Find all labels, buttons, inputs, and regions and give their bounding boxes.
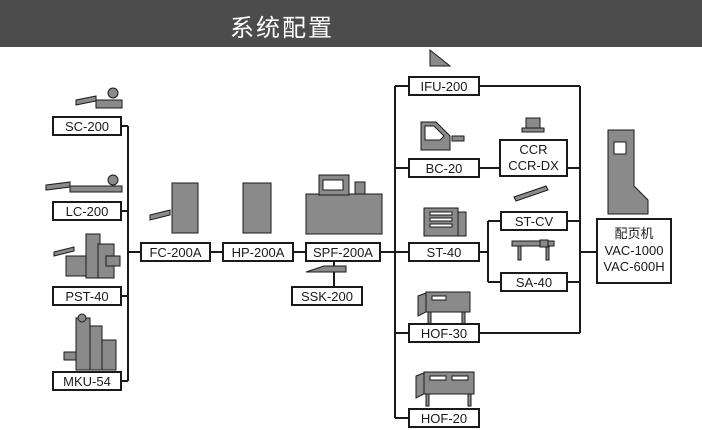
ssk200-machine-icon <box>305 265 347 273</box>
sc200-machine-icon <box>75 87 123 109</box>
module-ccr-line-1: CCR <box>519 142 548 157</box>
stcv-machine-icon <box>513 185 549 202</box>
module-pst-40: PST-40 <box>52 286 122 306</box>
module-bc-20: BC-20 <box>408 158 480 178</box>
hp200a-machine-icon <box>242 182 272 234</box>
sa40-machine-icon <box>511 239 555 261</box>
module-ccr-line-2: CCR-DX <box>508 158 559 173</box>
module-sc-200: SC-200 <box>52 116 122 136</box>
bc20-machine-icon <box>420 121 465 151</box>
spf200a-machine-icon <box>305 174 383 235</box>
module-ccr: CCR CCR-DX <box>499 139 568 177</box>
mku54-machine-icon <box>63 313 117 371</box>
module-hof-30: HOF-30 <box>408 323 480 343</box>
ccr-machine-icon <box>521 117 545 133</box>
module-sa-40: SA-40 <box>500 272 568 292</box>
module-hof-20: HOF-20 <box>408 408 480 428</box>
st40-machine-icon <box>423 207 467 237</box>
module-mku-54: MKU-54 <box>52 371 122 391</box>
fc200a-machine-icon <box>149 182 199 234</box>
module-lc-200: LC-200 <box>52 201 122 221</box>
ifu200-machine-icon <box>429 48 452 67</box>
hof20-machine-icon <box>415 371 475 407</box>
module-vac-line-3: VAC-600H <box>603 259 665 274</box>
module-vac: 配页机 VAC-1000 VAC-600H <box>596 218 672 284</box>
pst40-machine-icon <box>53 233 121 279</box>
module-fc-200a: FC-200A <box>140 242 211 262</box>
module-ifu-200: IFU-200 <box>408 76 480 96</box>
module-hp-200a: HP-200A <box>222 242 294 262</box>
module-st-40: ST-40 <box>408 242 480 262</box>
lc200-machine-icon <box>45 174 123 193</box>
module-st-cv: ST-CV <box>500 211 568 231</box>
vac-machine-icon <box>607 129 649 215</box>
module-vac-line-1: 配页机 <box>614 227 654 242</box>
module-vac-line-2: VAC-1000 <box>604 243 664 258</box>
hof30-machine-icon <box>417 291 471 325</box>
diagram-title: 系统配置 <box>230 14 334 42</box>
module-spf-200a: SPF-200A <box>305 242 381 262</box>
header-bar: 系统配置 <box>0 0 702 47</box>
module-ssk-200: SSK-200 <box>291 286 363 306</box>
